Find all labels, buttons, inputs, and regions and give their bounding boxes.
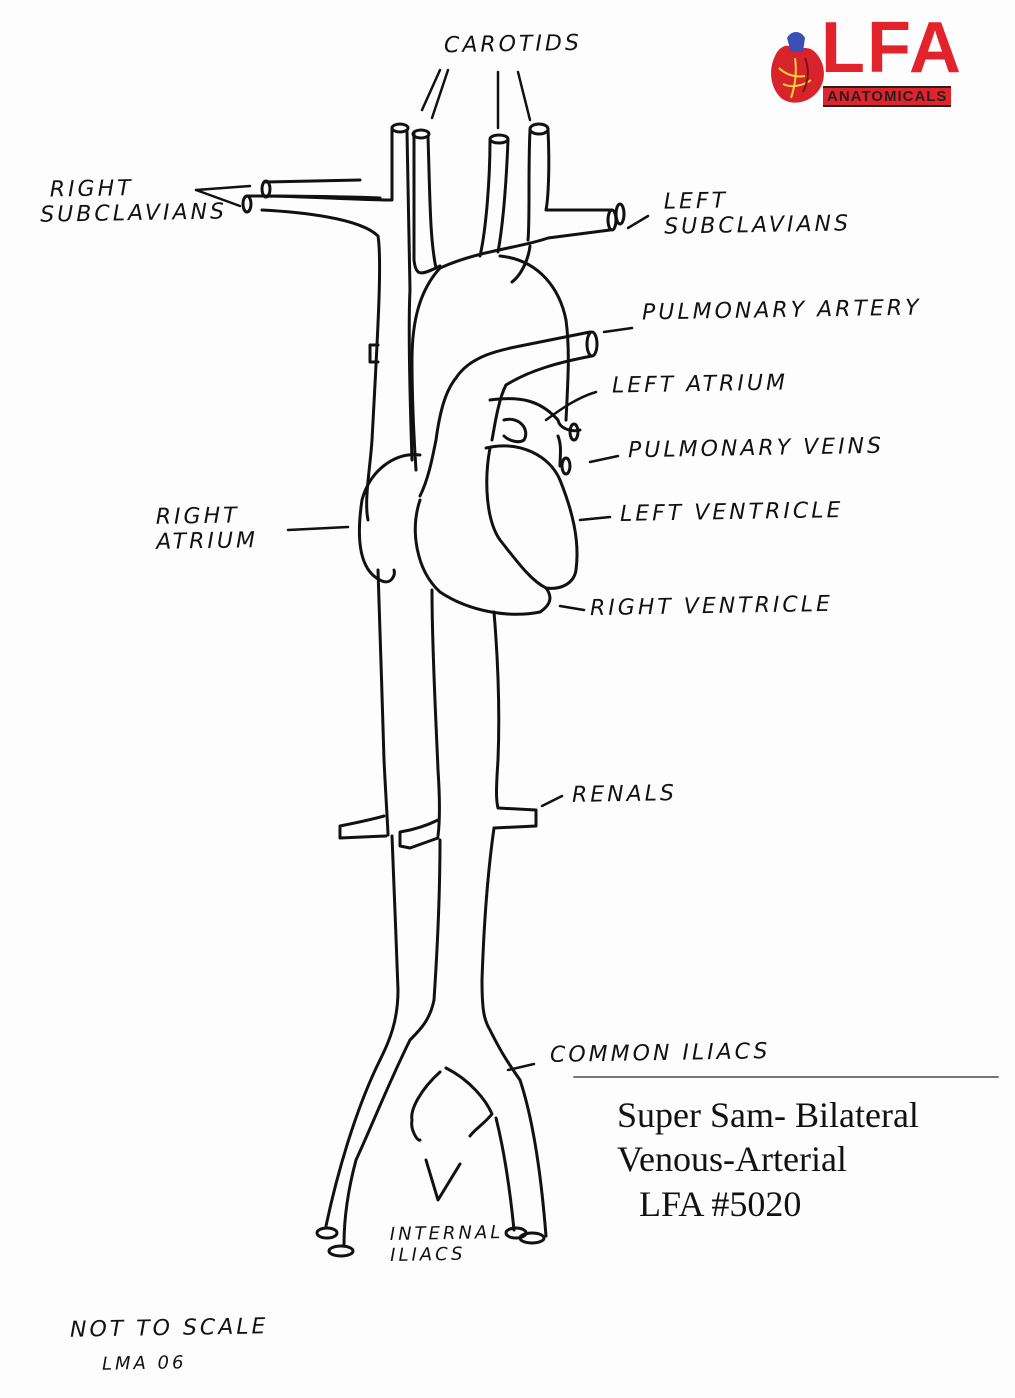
label-carotids: CAROTIDS: [443, 30, 583, 59]
lfa-logo: LFA ANATOMICALS: [765, 8, 997, 108]
label-internal-iliacs: INTERNAL ILIACS: [389, 1222, 504, 1266]
label-internal-iliacs-line1: INTERNAL: [389, 1222, 504, 1245]
logo-letters: LFA: [821, 8, 963, 88]
label-not-to-scale: NOT TO SCALE: [69, 1314, 269, 1343]
title-line-1: Super Sam- Bilateral: [617, 1095, 919, 1135]
label-common-iliacs: COMMON ILIACS: [549, 1039, 771, 1068]
label-left-subclavians-line1: LEFT: [663, 188, 729, 215]
right-subclavians: [241, 178, 382, 214]
vena-cava: [260, 122, 441, 838]
label-right-atrium-line1: RIGHT: [155, 503, 240, 530]
title-line-2: Venous-Arterial: [617, 1139, 847, 1180]
label-right-subclavians-line2: SUBCLAVIANS: [40, 199, 228, 229]
label-right-subclavians-line1: RIGHT: [49, 176, 134, 203]
label-right-ventricle: RIGHT VENTRICLE: [589, 591, 834, 622]
heart: [357, 376, 582, 616]
anatomical-heart-icon: [771, 32, 824, 103]
label-pulmonary-artery: PULMONARY ARTERY: [641, 295, 922, 326]
descending-aorta: [408, 610, 538, 1082]
label-left-ventricle: LEFT VENTRICLE: [619, 498, 844, 527]
iliac-vessels: [315, 1038, 548, 1258]
leader-lines: [194, 68, 650, 1072]
label-pulmonary-veins: PULMONARY VEINS: [627, 433, 885, 464]
label-initials: LMA 06: [101, 1352, 187, 1375]
label-left-subclavians-line2: SUBCLAVIANS: [664, 211, 852, 240]
label-right-atrium-line2: ATRIUM: [156, 528, 259, 556]
label-right-subclavians: RIGHT SUBCLAVIANS: [40, 174, 228, 228]
title-line-3: LFA #5020: [639, 1183, 802, 1224]
pulmonary-artery: [454, 330, 599, 442]
renal-veins: [338, 814, 440, 1062]
label-left-atrium: LEFT ATRIUM: [611, 370, 789, 399]
label-left-subclavians: LEFT SUBCLAVIANS: [664, 186, 852, 240]
logo-subtitle: ANATOMICALS: [823, 86, 952, 107]
label-right-atrium: RIGHT ATRIUM: [156, 503, 259, 555]
label-internal-iliacs-line2: ILIACS: [389, 1243, 466, 1266]
aortic-arch: [410, 244, 570, 472]
label-renals: RENALS: [571, 781, 678, 808]
carotid-arteries: [411, 122, 626, 275]
model-title: Super Sam- Bilateral Venous-Arterial LFA…: [617, 1093, 919, 1226]
